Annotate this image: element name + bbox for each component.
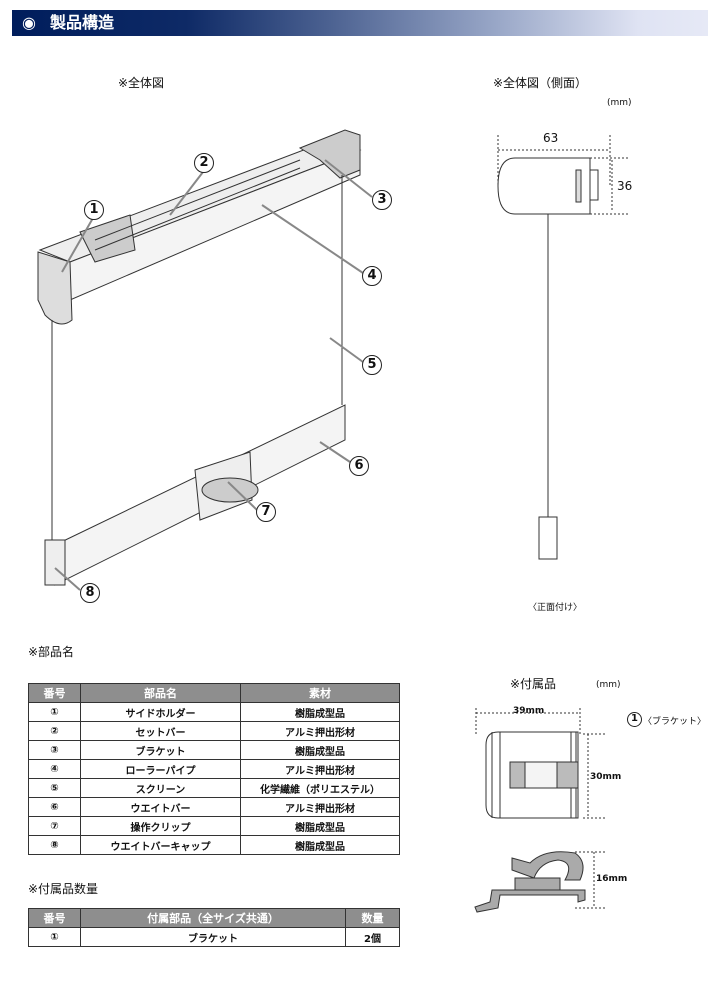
callout-3: 3 xyxy=(372,190,392,210)
table-cell: ⑥ xyxy=(28,797,81,817)
table-cell: ⑤ xyxy=(28,778,81,798)
callout-8: 8 xyxy=(80,583,100,603)
callout-7: 7 xyxy=(256,502,276,522)
accessory-height: 30mm xyxy=(590,772,622,782)
main-view-label: ※全体図 xyxy=(118,76,165,90)
table-cell: スクリーン xyxy=(80,778,241,798)
accessory-callout: 1 xyxy=(627,712,642,727)
table-cell: サイドホルダー xyxy=(80,702,241,722)
section-header: ◉ 製品構造 xyxy=(12,10,708,36)
table-cell: アルミ押出形材 xyxy=(240,759,400,779)
bullet-icon: ◉ xyxy=(22,13,36,32)
callout-4: 4 xyxy=(362,266,382,286)
side-width-dim: 63 xyxy=(543,131,559,145)
table-cell: 樹脂成型品 xyxy=(240,740,400,760)
accessory-callout-text: 〈ブラケット〉 xyxy=(643,717,707,727)
accessory-qty-label: ※付属品数量 xyxy=(28,882,99,896)
table-cell: ② xyxy=(28,721,81,741)
blind-illustration xyxy=(37,129,362,586)
table-cell: 化学繊維（ポリエステル） xyxy=(240,778,400,798)
table-cell: ブラケット xyxy=(80,927,346,947)
callout-2: 2 xyxy=(194,153,214,173)
table-cell: ④ xyxy=(28,759,81,779)
table-cell: 樹脂成型品 xyxy=(240,816,400,836)
side-height-dim: 36 xyxy=(617,179,633,193)
side-view-unit: (mm) xyxy=(607,98,632,108)
accessory-unit: (mm) xyxy=(596,680,621,690)
callout-1: 1 xyxy=(84,200,104,220)
table-cell: ウエイトバーキャップ xyxy=(80,835,241,855)
callout-6: 6 xyxy=(349,456,369,476)
table-cell: ローラーパイプ xyxy=(80,759,241,779)
side-view-label: ※全体図（側面） xyxy=(493,76,588,90)
table-cell: 2個 xyxy=(345,927,400,947)
table-cell: ウエイトバー xyxy=(80,797,241,817)
table-cell: セットバー xyxy=(80,721,241,741)
accessory-depth: 16mm xyxy=(596,874,628,884)
accessory-label: ※付属品 xyxy=(510,677,557,691)
table-cell: アルミ押出形材 xyxy=(240,797,400,817)
table-cell: アルミ押出形材 xyxy=(240,721,400,741)
table-cell: ⑦ xyxy=(28,816,81,836)
table-cell: 樹脂成型品 xyxy=(240,702,400,722)
table-cell: 樹脂成型品 xyxy=(240,835,400,855)
table-cell: ① xyxy=(28,702,81,722)
table-cell: ③ xyxy=(28,740,81,760)
accessory-width: 39mm xyxy=(513,706,545,716)
section-title: 製品構造 xyxy=(49,13,114,32)
table-cell: 操作クリップ xyxy=(80,816,241,836)
table-cell: ① xyxy=(28,927,81,947)
mount-note: 〈正面付け〉 xyxy=(528,603,583,613)
table-cell: ブラケット xyxy=(80,740,241,760)
parts-label: ※部品名 xyxy=(28,645,75,659)
table-cell: ⑧ xyxy=(28,835,81,855)
callout-5: 5 xyxy=(362,355,382,375)
